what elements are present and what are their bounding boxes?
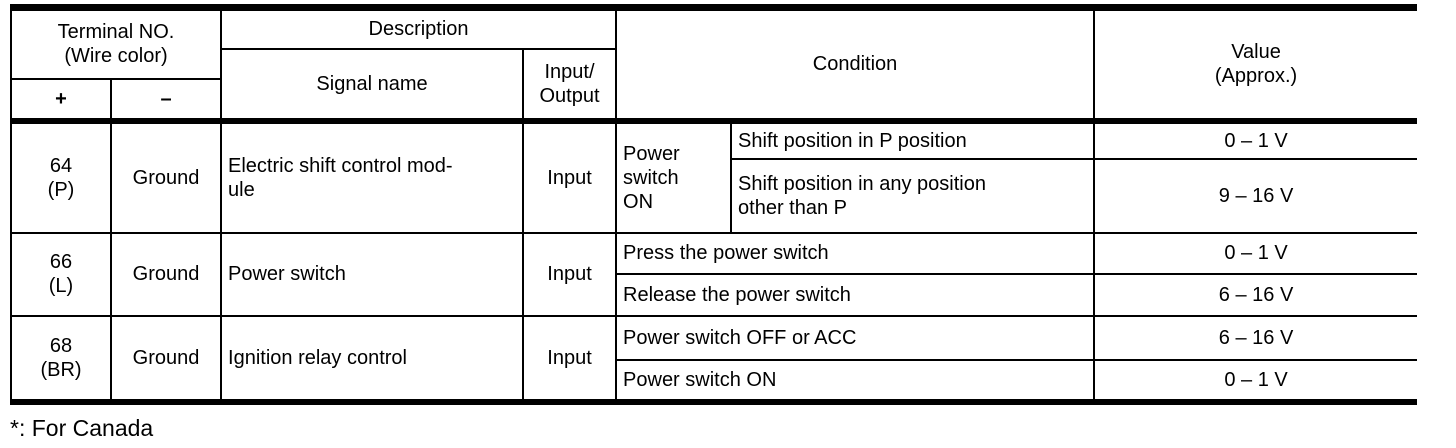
wire-minus-cell: Ground	[109, 117, 223, 234]
terminal-spec-table-page: Terminal NO. (Wire color) Description Co…	[9, 4, 1418, 405]
header-row-1: Terminal NO. (Wire color) Description Co…	[9, 6, 1418, 122]
terminal-cell: 68 (BR)	[10, 314, 112, 403]
table-row: Release the power switch 6 – 16 V	[11, 272, 1418, 317]
signal-name-header-cell: Signal name	[220, 47, 525, 122]
description-header-cell: Description	[220, 6, 618, 50]
input-output-cell: Input	[522, 314, 618, 403]
condition-cell: Power switch OFF or ACC	[615, 314, 1096, 361]
terminal-cell: 66 (L)	[10, 231, 112, 317]
header-row-3: + –	[10, 77, 1417, 122]
input-output-cell: Input	[522, 231, 618, 317]
condition-cell: Shift position in P position	[730, 117, 1096, 160]
terminal-cell: 64 (P)	[10, 117, 112, 234]
signal-name-cell: Ignition relay control	[220, 314, 525, 403]
condition-group-cell: Power switch ON	[615, 117, 733, 234]
minus-column-header: –	[109, 77, 223, 122]
input-output-cell: Input	[522, 117, 618, 234]
plus-column-header: +	[10, 77, 112, 122]
value-cell: 9 – 16 V	[1093, 157, 1418, 234]
value-cell: 0 – 1 V	[1093, 231, 1418, 275]
input-output-header-cell: Input/ Output	[522, 47, 618, 122]
signal-name-cell: Electric shift control mod- ule	[220, 117, 525, 234]
footnote: *: For Canada	[10, 415, 154, 441]
terminal-header-cell: Terminal NO. (Wire color)	[9, 6, 223, 80]
value-header-cell: Value (Approx.)	[1093, 6, 1418, 122]
signal-name-cell: Power switch	[220, 231, 525, 317]
header-row-2: Signal name Input/ Output	[11, 47, 1417, 122]
value-cell: 0 – 1 V	[1093, 117, 1418, 160]
value-cell: 6 – 16 V	[1093, 272, 1418, 317]
condition-header-cell: Condition	[615, 6, 1096, 122]
value-cell: 6 – 16 V	[1093, 314, 1418, 361]
table-row: Shift position in any position other tha…	[11, 157, 1418, 234]
table-row: 68 (BR) Ground Ignition relay control In…	[10, 314, 1418, 403]
table-row: 66 (L) Ground Power switch Input Press t…	[10, 231, 1418, 317]
wire-minus-cell: Ground	[109, 231, 223, 317]
terminal-spec-table: Terminal NO. (Wire color) Description Co…	[9, 4, 1418, 405]
condition-cell: Power switch ON	[615, 358, 1096, 405]
condition-cell: Press the power switch	[615, 231, 1096, 275]
table-row: Power switch ON 0 – 1 V	[11, 358, 1418, 405]
value-cell: 0 – 1 V	[1093, 358, 1418, 405]
table-row: 64 (P) Ground Electric shift control mod…	[10, 117, 1418, 234]
condition-cell: Shift position in any position other tha…	[730, 157, 1096, 234]
condition-cell: Release the power switch	[615, 272, 1096, 317]
wire-minus-cell: Ground	[109, 314, 223, 403]
